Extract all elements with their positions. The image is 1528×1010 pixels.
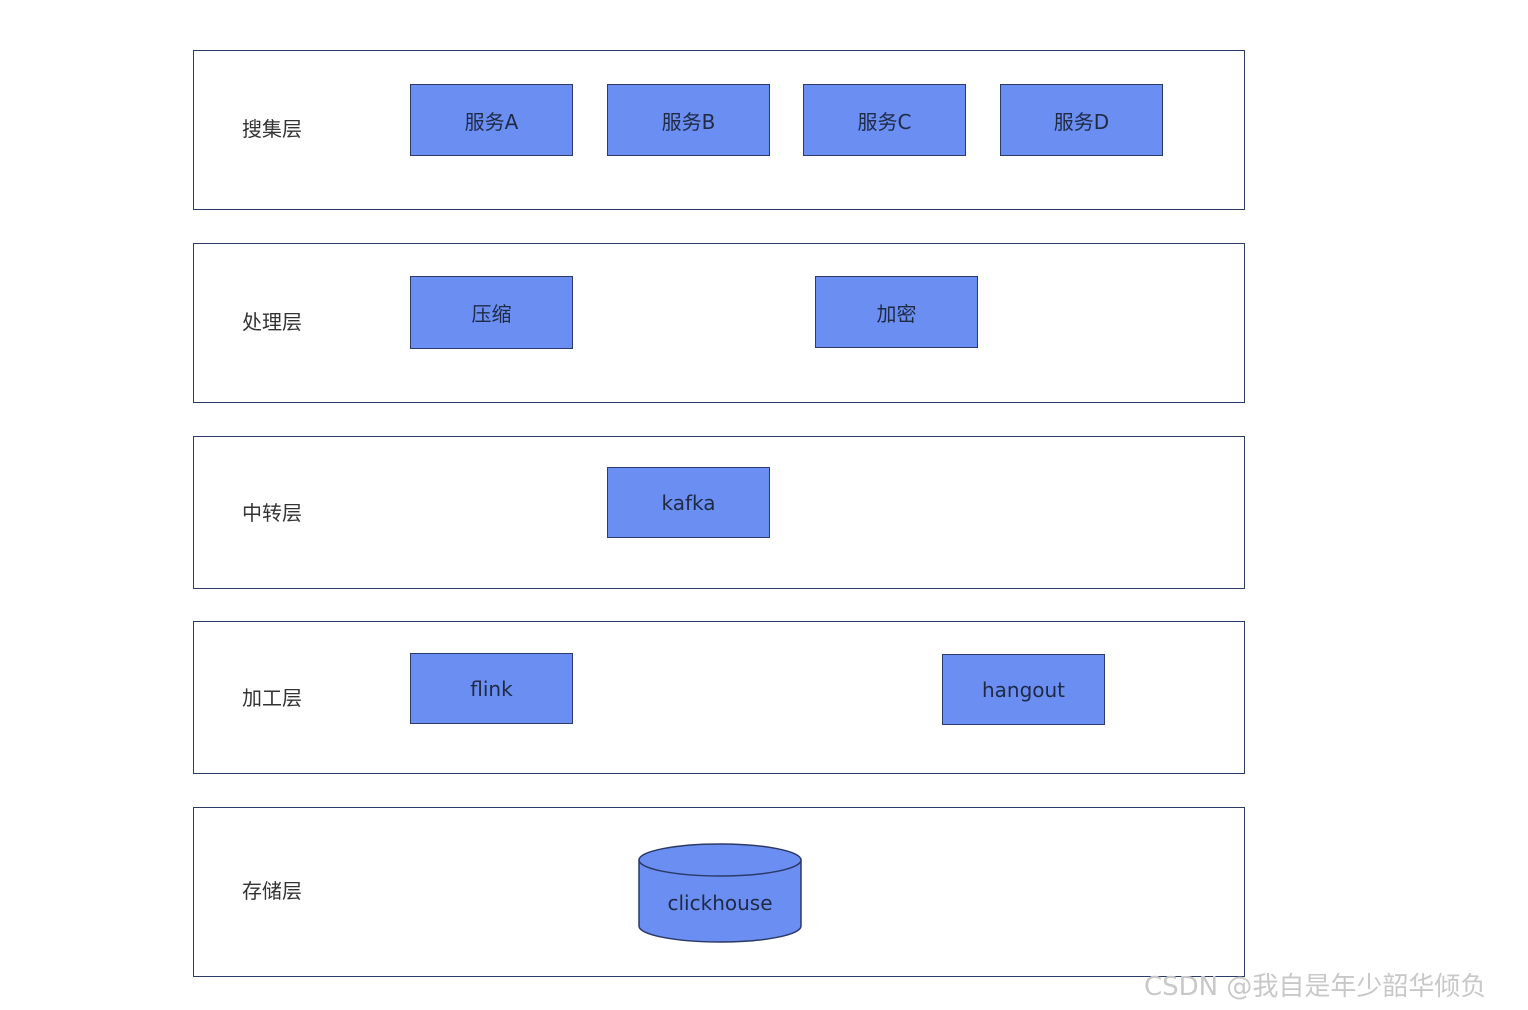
layer-label: 加工层 bbox=[242, 686, 302, 710]
layer-storage: 存储层 clickhouse bbox=[193, 807, 1245, 977]
layer-collection: 搜集层 服务A 服务B 服务C 服务D bbox=[193, 50, 1245, 210]
node-service-b: 服务B bbox=[607, 84, 770, 156]
node-service-c: 服务C bbox=[803, 84, 966, 156]
layer-computation: 加工层 flink hangout bbox=[193, 621, 1245, 774]
layer-label: 存储层 bbox=[242, 879, 302, 903]
node-label: clickhouse bbox=[667, 891, 773, 915]
node-kafka: kafka bbox=[607, 467, 770, 538]
layer-label: 中转层 bbox=[242, 501, 302, 525]
node-flink: flink bbox=[410, 653, 573, 724]
layer-transfer: 中转层 kafka bbox=[193, 436, 1245, 589]
node-clickhouse: clickhouse bbox=[638, 843, 802, 943]
database-cylinder-icon bbox=[638, 843, 802, 943]
node-service-d: 服务D bbox=[1000, 84, 1163, 156]
layer-label: 处理层 bbox=[242, 310, 302, 334]
node-hangout: hangout bbox=[942, 654, 1105, 725]
node-compress: 压缩 bbox=[410, 276, 573, 349]
node-encrypt: 加密 bbox=[815, 276, 978, 348]
layer-label: 搜集层 bbox=[242, 117, 302, 141]
watermark: CSDN @我自是年少韶华倾负 bbox=[1144, 972, 1487, 1002]
layer-processing: 处理层 压缩 加密 bbox=[193, 243, 1245, 403]
node-service-a: 服务A bbox=[410, 84, 573, 156]
